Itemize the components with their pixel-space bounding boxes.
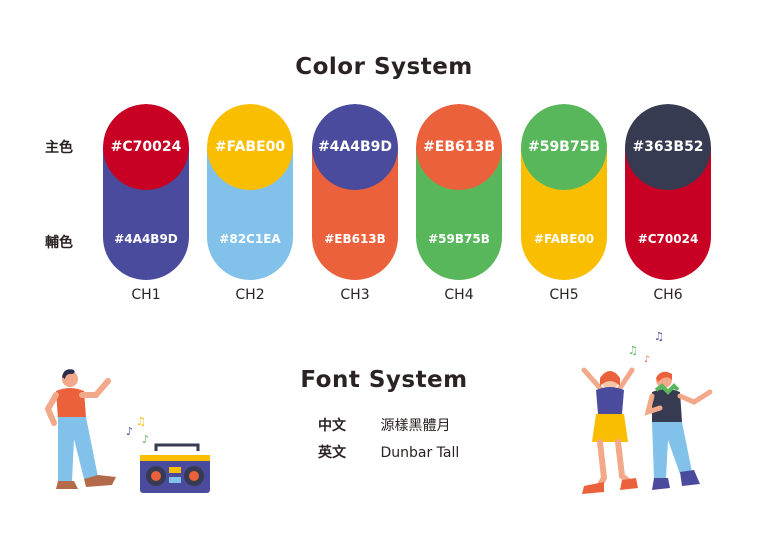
color-pill-ch3: #4A4B9D #EB613B bbox=[312, 104, 398, 280]
secondary-hex: #4A4B9D bbox=[114, 232, 178, 246]
font-row-label: 英文 bbox=[318, 445, 346, 461]
secondary-hex: #C70024 bbox=[637, 232, 699, 246]
primary-color-label: 主色 bbox=[45, 140, 73, 156]
color-pill-ch5: #59B75B #FABE00 bbox=[521, 104, 607, 280]
channel-label-ch5: CH5 bbox=[549, 287, 579, 303]
color-system-title: Color System bbox=[295, 54, 473, 80]
font-row-english: 英文 Dunbar Tall bbox=[318, 442, 459, 462]
primary-swatch: #59B75B bbox=[521, 104, 607, 190]
svg-text:♫: ♫ bbox=[628, 344, 638, 357]
boombox-icon bbox=[140, 443, 210, 493]
color-pill-ch6: #363B52 #C70024 bbox=[625, 104, 711, 280]
font-system-title: Font System bbox=[300, 367, 468, 393]
music-note-icon: ♪ ♫ ♪ bbox=[126, 415, 149, 446]
color-pill-ch1: #C70024 #4A4B9D bbox=[103, 104, 189, 280]
font-row-chinese: 中文 源樣黑體月 bbox=[318, 415, 450, 435]
channel-label-ch2: CH2 bbox=[235, 287, 265, 303]
primary-swatch: #4A4B9D bbox=[312, 104, 398, 190]
font-row-label: 中文 bbox=[318, 418, 346, 434]
channel-label-ch1: CH1 bbox=[131, 287, 161, 303]
svg-text:♪: ♪ bbox=[142, 433, 149, 446]
svg-text:♪: ♪ bbox=[644, 355, 650, 365]
secondary-color-label: 輔色 bbox=[45, 235, 73, 251]
font-row-value: 源樣黑體月 bbox=[380, 418, 451, 434]
channel-label-ch4: CH4 bbox=[444, 287, 474, 303]
couple-dancing-illustration: ♫ ♫ ♪ bbox=[581, 330, 713, 494]
svg-text:♫: ♫ bbox=[654, 330, 664, 343]
primary-swatch: #EB613B bbox=[416, 104, 502, 190]
primary-swatch: #FABE00 bbox=[207, 104, 293, 190]
secondary-hex: #59B75B bbox=[428, 232, 490, 246]
channel-label-ch3: CH3 bbox=[340, 287, 370, 303]
font-row-value: Dunbar Tall bbox=[380, 445, 460, 461]
man-dancing-with-boombox-illustration: ♪ ♫ ♪ bbox=[44, 369, 210, 493]
secondary-hex: #82C1EA bbox=[219, 232, 281, 246]
secondary-hex: #FABE00 bbox=[533, 232, 595, 246]
svg-text:♫: ♫ bbox=[136, 415, 146, 428]
secondary-hex: #EB613B bbox=[324, 232, 386, 246]
color-pill-ch4: #EB613B #59B75B bbox=[416, 104, 502, 280]
primary-swatch: #C70024 bbox=[103, 104, 189, 190]
svg-text:♪: ♪ bbox=[126, 425, 133, 438]
music-note-icon: ♫ ♫ ♪ bbox=[628, 330, 664, 365]
color-pill-ch2: #FABE00 #82C1EA bbox=[207, 104, 293, 280]
primary-swatch: #363B52 bbox=[625, 104, 711, 190]
channel-label-ch6: CH6 bbox=[653, 287, 683, 303]
